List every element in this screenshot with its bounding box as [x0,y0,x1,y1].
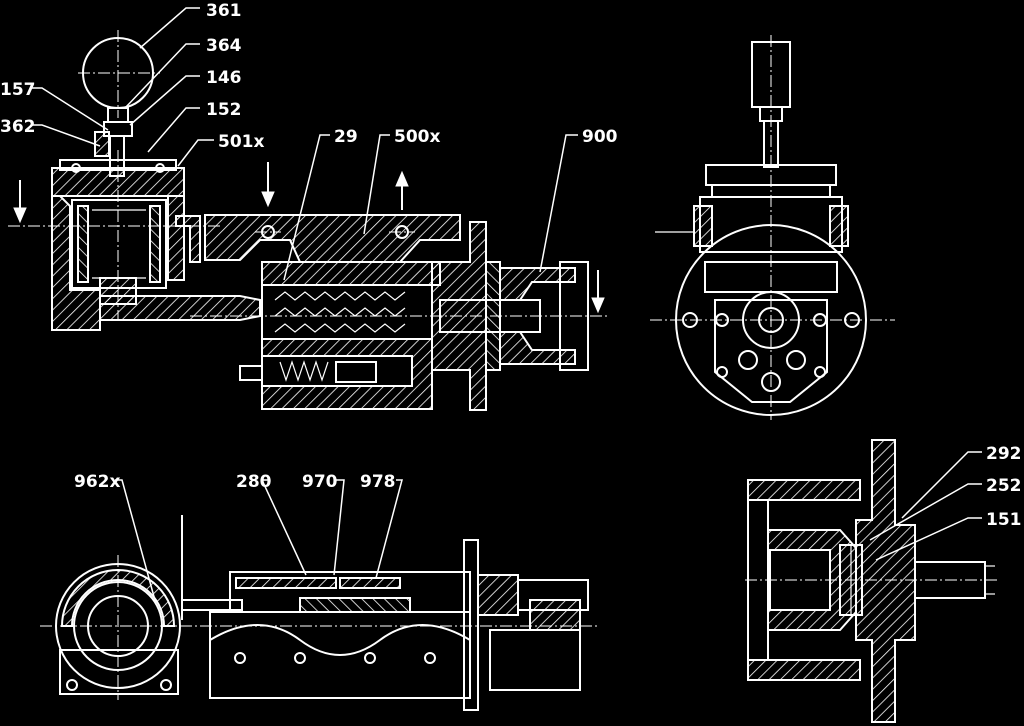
callout-151: 151 [986,510,1022,530]
callout-962x: 962x [74,472,120,492]
screw-rotor [274,291,406,333]
flange-detail [855,439,916,723]
callout-362: 362 [0,117,36,137]
callout-364: 364 [206,36,242,56]
callout-978: 978 [360,472,396,492]
callout-157: 157 [0,80,36,100]
callout-500x: 500x [394,127,440,147]
coupling-guard [499,267,576,301]
callout-labels: 361 364 146 157 152 362 501x 29 500x 900… [0,1,1022,530]
callout-146: 146 [206,68,242,88]
callout-29: 29 [334,127,358,147]
detail-section [745,439,1000,723]
bottom-view [40,515,600,711]
main-housing [204,214,461,263]
callout-152: 152 [206,100,242,120]
callout-501x: 501x [218,132,264,152]
callout-252: 252 [986,476,1022,496]
callout-970: 970 [302,472,338,492]
callout-361: 361 [206,1,242,21]
callout-292: 292 [986,444,1022,464]
leader-lines [32,7,982,605]
callout-900: 900 [582,127,618,147]
side-view [650,35,895,420]
callout-280: 280 [236,472,272,492]
main-section-view [8,30,610,411]
